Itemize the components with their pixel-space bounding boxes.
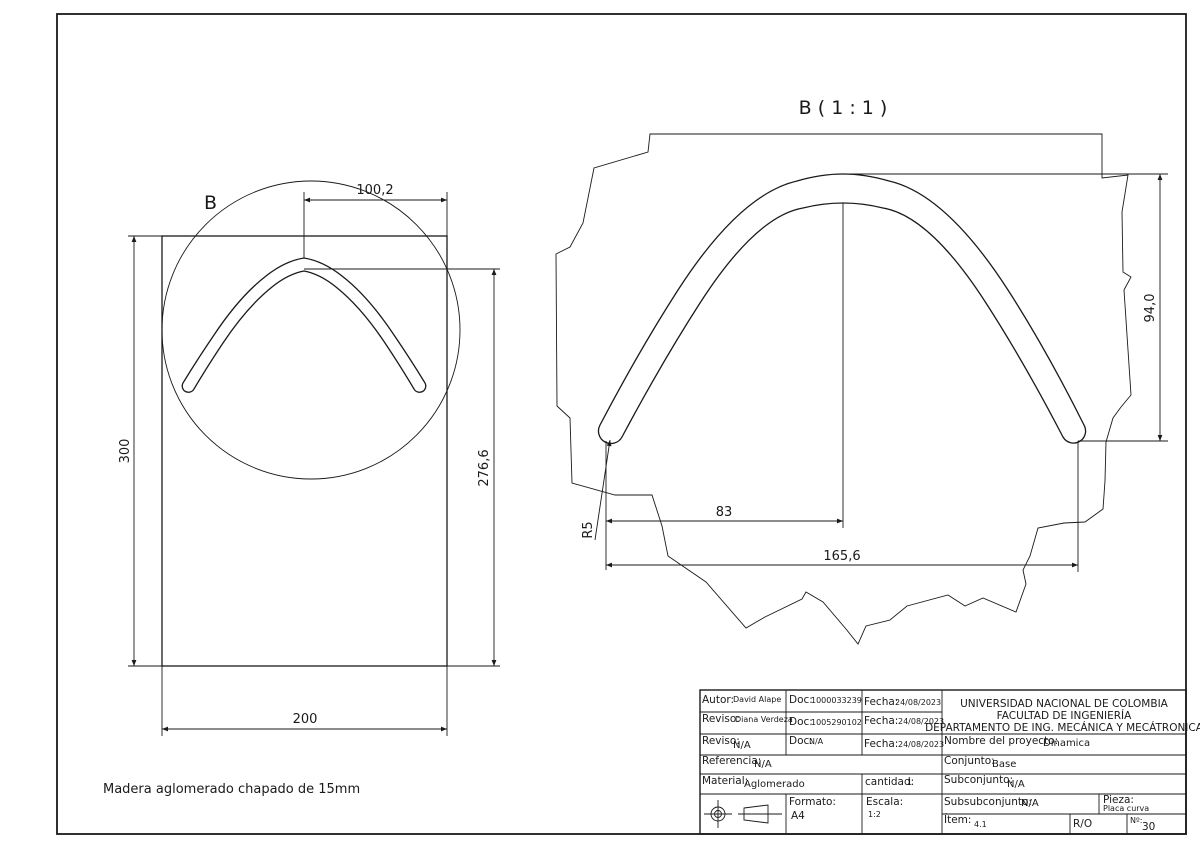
dim-text-94: 94,0 <box>1143 294 1158 323</box>
tb-conjunto-label: Conjunto: <box>944 755 995 767</box>
tb-faculty: FACULTAD DE INGENIERÍA <box>997 709 1132 722</box>
tb-doc2-label: Doc: <box>789 716 813 728</box>
tb-doc3-value: N/A <box>809 737 824 746</box>
tb-no-value: 30 <box>1142 821 1155 833</box>
tb-autor-value: David Alape <box>733 695 781 704</box>
tb-department: DEPARTAMENTO DE ING. MECÁNICA Y MECÁTRON… <box>925 721 1200 734</box>
main-view: B 100,2 300 276,6 200 <box>118 180 500 736</box>
detail-view: B ( 1 : 1 ) 94,0 83 165,6 R5 <box>555 97 1168 645</box>
title-block-frame <box>699 689 1187 835</box>
tb-escala-value: 1:2 <box>868 810 881 819</box>
tb-fecha1-value: 24/08/2023 <box>895 698 941 707</box>
tb-fecha1-label: Fecha: <box>864 696 898 708</box>
tb-formato-label: Formato: <box>789 796 836 808</box>
detail-curved-slot <box>597 173 1087 445</box>
tb-fecha2-value: 24/08/2023 <box>898 717 944 726</box>
dim-text-165: 165,6 <box>823 549 860 564</box>
tb-reviso2-label: Reviso: <box>702 735 740 747</box>
tb-reviso1-value: Diana Verdeza <box>735 715 793 724</box>
detail-break-boundary <box>555 133 1132 645</box>
dim-text-100: 100,2 <box>356 183 393 198</box>
dim-text-83: 83 <box>716 505 733 520</box>
tb-item-value: 4.1 <box>974 820 987 829</box>
tb-referencia-value: N/A <box>754 759 772 770</box>
tb-doc3-label: Doc: <box>789 735 813 747</box>
tb-fecha2-label: Fecha: <box>864 715 898 727</box>
tb-subsub-value: N/A <box>1021 798 1039 809</box>
tb-reviso1-label: Reviso: <box>702 713 740 725</box>
dim-text-r5: R5 <box>581 521 596 538</box>
tb-conjunto-value: Base <box>992 759 1016 770</box>
tb-material-value: Aglomerado <box>744 779 805 790</box>
title-block: Autor: David Alape Doc: 1000033239 Fecha… <box>699 689 1200 835</box>
tb-university: UNIVERSIDAD NACIONAL DE COLOMBIA <box>960 698 1169 710</box>
tb-subsub-label: Subsubconjunto: <box>944 796 1032 808</box>
tb-subconjunto-label: Subconjunto: <box>944 774 1013 786</box>
tb-doc1-label: Doc: <box>789 694 813 706</box>
tb-fecha3-label: Fecha: <box>864 738 898 750</box>
detail-title: B ( 1 : 1 ) <box>799 97 888 119</box>
tb-formato-value: A4 <box>791 810 805 822</box>
tb-subconjunto-value: N/A <box>1007 779 1025 790</box>
tb-item-label: Ítem: <box>944 813 971 826</box>
tb-reviso2-value: N/A <box>733 740 751 751</box>
dim-text-276: 276,6 <box>477 449 492 486</box>
tb-cantidad-label: cantidad: <box>865 776 914 788</box>
sheet-border <box>56 13 1187 835</box>
tb-doc2-value: 1005290102 <box>811 718 862 727</box>
curved-slot <box>181 257 427 393</box>
detail-circle-b <box>161 180 461 480</box>
material-note: Madera aglomerado chapado de 15mm <box>103 782 360 797</box>
tb-cantidad-value: 1 <box>907 778 912 787</box>
tb-proyecto-value: Dinamica <box>1043 738 1090 749</box>
detail-label-b: B <box>204 192 217 214</box>
tb-autor-label: Autor: <box>702 694 734 706</box>
tb-doc1-value: 1000033239 <box>811 696 862 705</box>
dim-text-200: 200 <box>293 712 318 727</box>
tb-pieza-value: Placa curva <box>1103 804 1149 813</box>
radius-leader <box>594 439 612 541</box>
tb-proyecto-label: Nombre del proyecto: <box>944 735 1058 747</box>
projection-symbol-icon <box>704 800 782 828</box>
tb-escala-label: Escala: <box>866 796 903 808</box>
dim-text-300: 300 <box>118 439 133 464</box>
tb-no-label: Nº: <box>1130 816 1142 825</box>
plate-outline <box>161 235 448 667</box>
tb-fecha3-value: 24/08/2023 <box>898 740 944 749</box>
tb-material-label: Material: <box>702 775 748 787</box>
tb-rev-value: R/O <box>1073 818 1092 830</box>
tb-referencia-label: Referencia: <box>702 755 761 767</box>
tb-pieza-label: Pieza: <box>1103 794 1134 806</box>
